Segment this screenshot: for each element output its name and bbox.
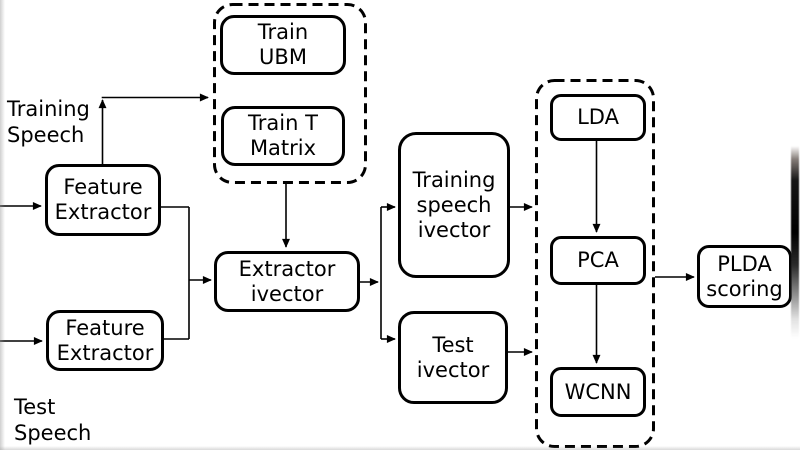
node-line: LDA: [577, 105, 619, 129]
node-line: PCA: [577, 248, 619, 272]
right-edge-shadow: [791, 146, 799, 338]
node-training-speech-ivector: Training speech ivector: [398, 132, 510, 278]
training-speech-label-line2: Speech: [7, 123, 85, 147]
node-line: Extractor: [56, 340, 154, 365]
test-speech-label: Test Speech: [14, 394, 91, 446]
node-line: Training: [412, 167, 496, 192]
node-line: Extractor: [238, 256, 336, 281]
node-line: Extractor: [54, 200, 152, 224]
node-train-t-matrix: Train T Matrix: [221, 106, 345, 166]
group-lda-pca-wcnn-border: [535, 79, 655, 448]
node-lda: LDA: [550, 94, 646, 141]
node-line: Test: [432, 332, 474, 357]
node-line: ivector: [417, 217, 491, 242]
node-line: speech: [416, 192, 492, 217]
node-pca: PCA: [550, 236, 646, 285]
node-line: Matrix: [249, 136, 317, 160]
node-line: PLDA: [717, 251, 772, 276]
node-wcnn: WCNN: [550, 367, 646, 417]
node-line: Train T: [248, 111, 318, 135]
node-line: Train: [257, 20, 309, 44]
node-line: UBM: [259, 45, 307, 69]
node-test-ivector: Test ivector: [398, 311, 508, 404]
node-feature-extractor-train: Feature Extractor: [45, 164, 161, 236]
node-line: ivector: [416, 357, 490, 382]
node-extractor-ivector: Extractor ivector: [214, 251, 360, 312]
training-speech-label: Training Speech: [7, 96, 90, 148]
node-feature-extractor-test: Feature Extractor: [46, 310, 164, 371]
node-line: WCNN: [564, 379, 632, 404]
node-line: Feature: [65, 315, 145, 340]
node-line: Feature: [63, 175, 143, 199]
training-speech-label-line1: Training: [7, 97, 90, 121]
left-edge-shade: [0, 0, 5, 450]
test-speech-label-line1: Test: [14, 395, 56, 419]
node-plda-scoring: PLDA scoring: [697, 245, 792, 308]
node-train-ubm: Train UBM: [220, 15, 346, 75]
test-speech-label-line2: Speech: [14, 421, 92, 445]
node-line: scoring: [706, 276, 783, 301]
group-ubm-tmatrix-border: [213, 3, 367, 184]
bottom-edge-shade: [0, 446, 800, 450]
node-line: ivector: [250, 281, 324, 306]
